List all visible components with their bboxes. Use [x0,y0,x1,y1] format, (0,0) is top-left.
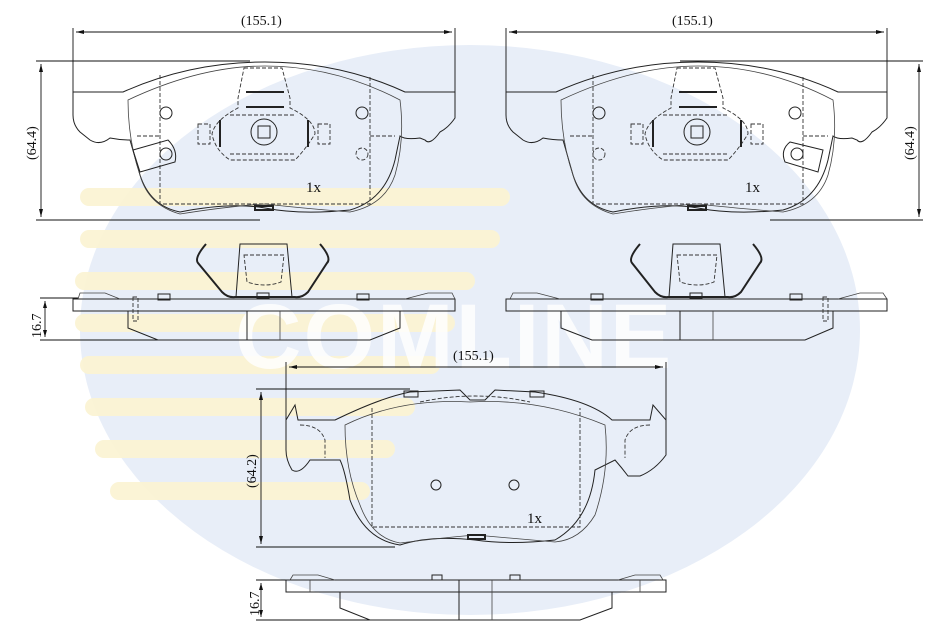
quantity-label: 1x [745,180,761,196]
side-view-right [505,243,888,341]
front-view-right: 1x (155.1) (64.4) [505,14,923,221]
front-view-left: 1x (155.1) (64.4) [25,14,456,221]
width-label: (155.1) [241,14,282,29]
height-label: (64.4) [903,126,918,160]
front-view-bottom: 1x (155.1) (64.2) [245,349,667,548]
width-label: (155.1) [453,349,494,364]
quantity-label: 1x [306,180,322,196]
width-label: (155.1) [672,14,713,29]
height-label: (64.4) [25,126,40,160]
watermark-text: COMLINE [235,286,673,388]
height-label: (64.2) [245,454,260,488]
side-view-left: 16.7 [30,243,456,341]
thickness-label: 16.7 [248,592,263,617]
side-view-bottom: 16.7 [248,574,667,621]
thickness-label: 16.7 [30,314,45,339]
quantity-label: 1x [527,511,543,527]
